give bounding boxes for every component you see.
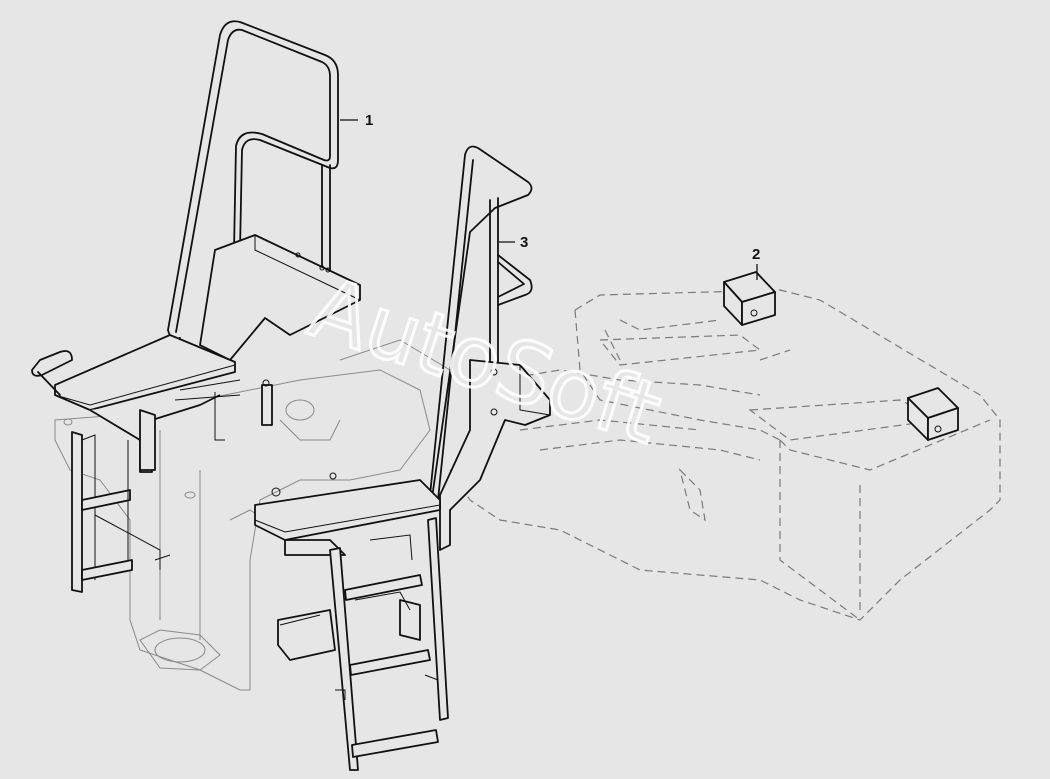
right-ladder-assembly <box>254 145 551 771</box>
reflector-block-upper <box>723 271 776 326</box>
callout-1: 1 <box>365 112 373 129</box>
right-handrail <box>429 145 533 499</box>
callout-leaders <box>340 119 758 280</box>
reflector-block-lower <box>907 387 959 441</box>
callout-3: 3 <box>520 234 528 251</box>
right-platform <box>254 479 441 541</box>
left-ladder <box>71 431 83 593</box>
upper-cover <box>199 234 361 361</box>
callout-2: 2 <box>752 246 760 263</box>
right-ladder <box>329 547 359 771</box>
left-ladder-assembly <box>31 20 361 593</box>
left-handrail <box>167 20 339 331</box>
